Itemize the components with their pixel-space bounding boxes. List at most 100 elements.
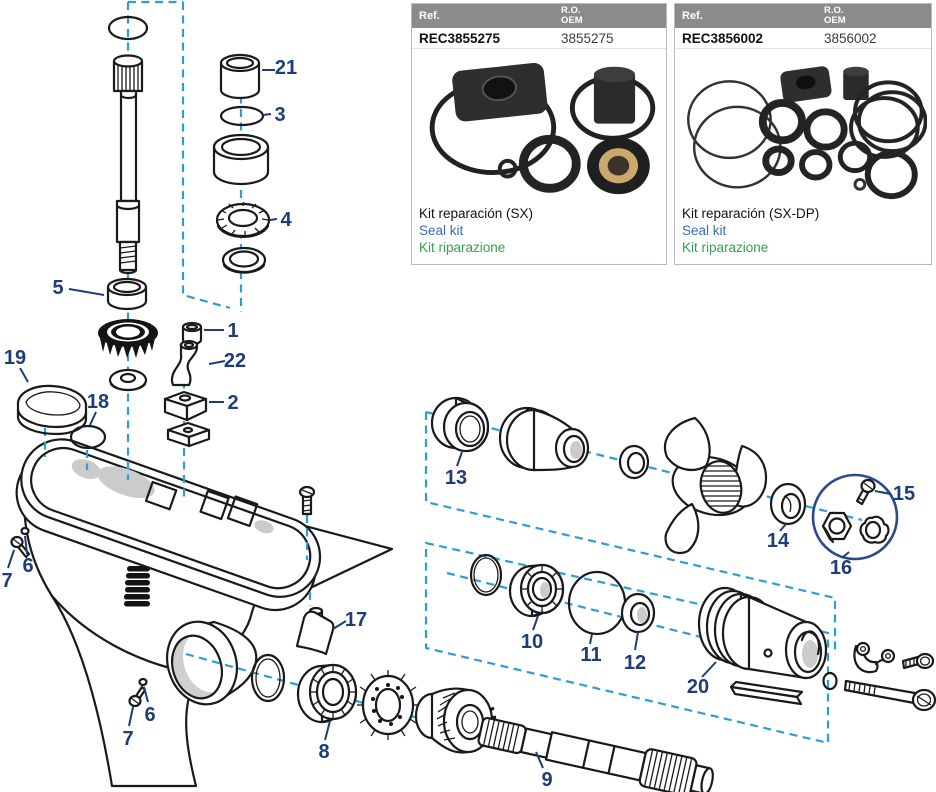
callout-17: 17 — [332, 609, 367, 631]
svg-text:13: 13 — [445, 467, 467, 489]
callout-16: 16 — [830, 551, 852, 579]
pinion-gear — [98, 319, 158, 358]
long-bolt — [843, 679, 936, 712]
driveshaft — [112, 54, 144, 275]
forward-gear — [414, 687, 497, 754]
svg-text:6: 6 — [22, 555, 33, 577]
prop-nut — [821, 511, 853, 544]
callout-10: 10 — [521, 615, 543, 653]
callout-7-lower: 7 — [122, 706, 134, 750]
svg-text:5: 5 — [52, 277, 63, 299]
bore-o-ring — [250, 653, 286, 703]
svg-text:21: 21 — [275, 57, 297, 79]
svg-text:6: 6 — [144, 704, 155, 726]
part-22-elbow-fitting — [170, 339, 199, 387]
callout-1: 1 — [204, 320, 239, 342]
anode-plate — [166, 421, 211, 448]
description-italian: Kit riparazione — [682, 239, 769, 255]
svg-text:12: 12 — [624, 652, 646, 674]
svg-text:16: 16 — [830, 557, 852, 579]
part-17-anode — [295, 606, 335, 656]
svg-text:3: 3 — [274, 104, 285, 126]
svg-text:10: 10 — [521, 631, 543, 653]
part-4-bearing — [215, 201, 271, 238]
part-14-thrust-washer — [769, 482, 807, 526]
driveshaft-seal — [221, 246, 267, 274]
card-header: Ref. R.O. OEM — [675, 4, 931, 28]
short-screw — [901, 652, 935, 670]
ref-number: REC3856002 — [682, 31, 764, 46]
svg-text:20: 20 — [687, 676, 709, 698]
svg-text:8: 8 — [318, 741, 329, 763]
part-2-anode-block — [163, 390, 208, 422]
shaft-key — [729, 680, 804, 706]
part-20-bearing-carrier — [697, 586, 828, 680]
callout-4: 4 — [269, 209, 292, 231]
card-descriptions: Kit reparación (SX-DP) Seal kit Kit ripa… — [675, 205, 931, 258]
svg-text:15: 15 — [893, 483, 915, 505]
bearing-retainer — [357, 670, 419, 740]
small-o-ring — [822, 671, 838, 691]
description-spanish: Kit reparación (SX-DP) — [682, 206, 820, 221]
svg-text:1: 1 — [227, 320, 238, 342]
driveshaft-o-ring — [107, 15, 149, 41]
part-6-7-screw-lower — [128, 677, 148, 708]
part-1-bushing — [181, 321, 203, 346]
part-10-bearing — [508, 563, 565, 618]
callout-21: 21 — [262, 57, 297, 79]
bearing-cup — [212, 133, 270, 186]
ro-oem-column-label: R.O. OEM — [824, 5, 846, 26]
seal-kit-sx-dp-illustration — [687, 66, 927, 200]
description-spanish: Kit reparación (SX) — [419, 206, 534, 221]
part-15-screw — [855, 478, 876, 506]
propeller — [664, 416, 768, 555]
svg-text:18: 18 — [87, 391, 109, 413]
card-descriptions: Kit reparación (SX) Seal kit Kit riparaz… — [412, 205, 666, 258]
callout-6-upper: 6 — [22, 535, 34, 577]
ref-column-label: Ref. — [419, 10, 440, 22]
svg-text:7: 7 — [122, 728, 133, 750]
torpedo-bore — [164, 620, 258, 706]
svg-text:22: 22 — [224, 350, 246, 372]
product-card-sx: Ref. R.O. OEM REC3855275 3855275 Kit rep… — [411, 3, 667, 265]
callout-19: 19 — [4, 347, 29, 383]
callout-22: 22 — [208, 350, 246, 372]
callout-5: 5 — [52, 277, 105, 299]
svg-text:7: 7 — [1, 570, 12, 592]
oem-number: 3856002 — [824, 31, 877, 46]
svg-text:19: 19 — [4, 347, 26, 369]
oem-number: 3855275 — [561, 31, 614, 46]
clutch-cone — [498, 406, 590, 472]
part-13-bearing-cup — [430, 396, 490, 453]
part-21-sleeve — [219, 53, 261, 100]
svg-text:17: 17 — [345, 609, 367, 631]
svg-text:14: 14 — [767, 530, 790, 552]
callout-6-lower: 6 — [143, 686, 156, 726]
callout-11: 11 — [580, 633, 602, 666]
callout-20: 20 — [687, 661, 717, 698]
callout-12: 12 — [624, 631, 646, 674]
callout-7-upper: 7 — [1, 549, 15, 592]
part-11-o-ring — [567, 570, 627, 636]
part-16-nut-kit-circle — [811, 473, 899, 561]
seal-kit-photo-sx — [412, 49, 666, 205]
callout-9: 9 — [535, 751, 553, 791]
callout-13: 13 — [445, 451, 467, 489]
part-12-seal — [620, 592, 656, 634]
description-italian: Kit riparazione — [419, 239, 506, 255]
thin-spacer-ring — [469, 553, 503, 597]
tab-washer — [859, 515, 890, 544]
callout-8: 8 — [318, 720, 331, 763]
callout-15: 15 — [874, 483, 915, 505]
seal-kit-sx-illustration — [429, 62, 656, 195]
part-18-o-ring — [69, 424, 107, 450]
part-9-propshaft — [477, 716, 714, 792]
product-card-sx-dp: Ref. R.O. OEM REC3856002 3856002 — [674, 3, 932, 265]
spacer-ring — [618, 444, 650, 480]
ro-oem-column-label: R.O. OEM — [561, 5, 583, 26]
svg-text:2: 2 — [227, 392, 238, 414]
callout-14: 14 — [767, 523, 790, 552]
callout-2: 2 — [209, 392, 239, 414]
description-english: Seal kit — [419, 222, 464, 238]
